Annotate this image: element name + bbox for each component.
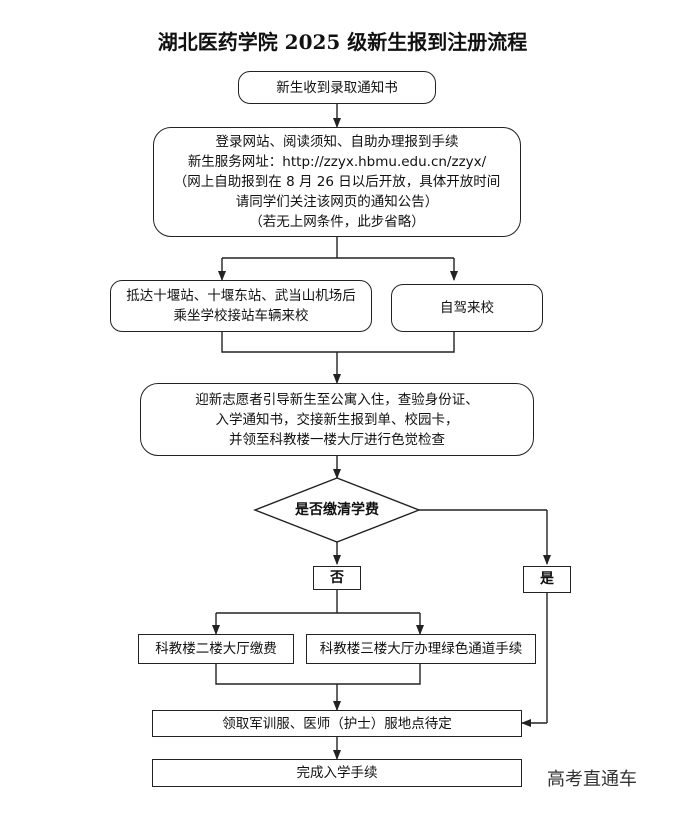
decision-label: 是否缴清学费 [295, 502, 379, 518]
green-channel-text: 科教楼三楼大厅办理绿色通道手续 [319, 641, 523, 657]
step-receive-notice-text: 新生收到录取通知书 [276, 79, 398, 96]
step-volunteer-guide: 迎新志愿者引导新生至公寓入住，查验身份证、 入学通知书，交接新生报到单、校园卡，… [140, 383, 534, 456]
online-line-2: 新生服务网址：http://zzyx.hbmu.edu.cn/zzyx/ [187, 154, 487, 170]
decision-no-tag: 否 [313, 566, 361, 590]
station-line-1: 抵达十堰站、十堰东站、武当山机场后 [126, 288, 356, 304]
watermark-text: 高考直通车 [547, 769, 637, 790]
page-title: 湖北医药学院 2025 级新生报到注册流程 [157, 30, 528, 54]
branch-online-to-transport [222, 237, 454, 259]
step-receive-notice: 新生收到录取通知书 [238, 71, 436, 104]
decision-diamond [253, 477, 421, 543]
volunteer-line-2: 入学通知书，交接新生报到单、校园卡， [215, 411, 459, 428]
step-collect-uniform: 领取军训服、医师（护士）服地点待定 [152, 710, 522, 737]
uniform-text: 领取军训服、医师（护士）服地点待定 [222, 715, 452, 732]
step-green-channel: 科教楼三楼大厅办理绿色通道手续 [306, 634, 536, 664]
online-line-5: （若无上网条件，此步省略） [249, 214, 425, 230]
online-line-1: 登录网站、阅读须知、自助办理报到手续 [215, 134, 459, 150]
decision-yes-tag: 是 [523, 566, 571, 593]
station-line-2: 乘坐学校接站车辆来校 [173, 308, 309, 324]
online-line-4: 请同学们关注该网页的通知公告） [235, 194, 439, 210]
step-online-registration: 登录网站、阅读须知、自助办理报到手续 新生服务网址：http://zzyx.hb… [153, 127, 521, 237]
self-drive-text: 自驾来校 [440, 300, 494, 316]
branch-no-to-options [216, 590, 420, 614]
merge-transport [221, 332, 455, 353]
step-pay-fee: 科教楼二楼大厅缴费 [138, 634, 294, 664]
merge-fee-options [215, 664, 421, 685]
step-arrive-station: 抵达十堰站、十堰东站、武当山机场后 乘坐学校接站车辆来校 [110, 280, 372, 332]
volunteer-line-1: 迎新志愿者引导新生至公寓入住，查验身份证、 [195, 391, 479, 408]
step-self-drive: 自驾来校 [391, 284, 543, 332]
pay-fee-text: 科教楼二楼大厅缴费 [155, 641, 277, 657]
online-line-3: （网上自助报到在 8 月 26 日以后开放，具体开放时间 [173, 174, 501, 190]
complete-text: 完成入学手续 [296, 765, 378, 781]
volunteer-line-3: 并领至科教楼一楼大厅进行色觉检查 [229, 431, 445, 448]
step-complete: 完成入学手续 [152, 759, 522, 787]
